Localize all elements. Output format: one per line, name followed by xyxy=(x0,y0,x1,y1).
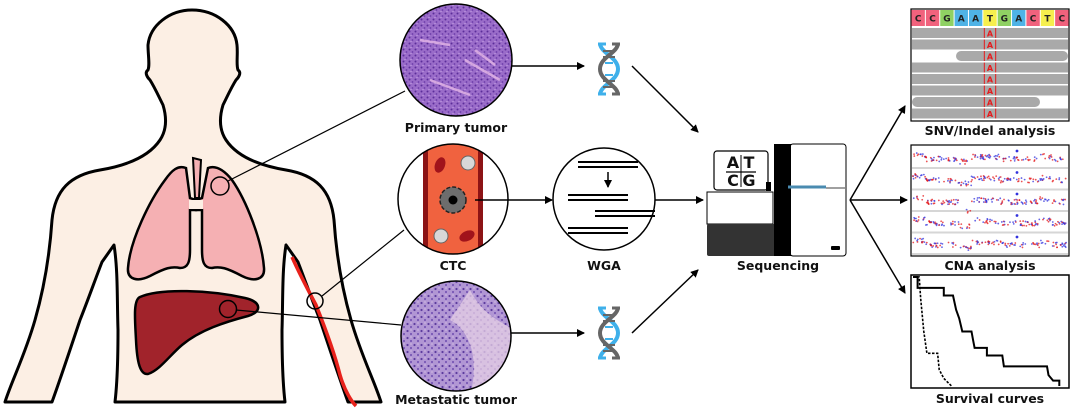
base-cell xyxy=(940,10,954,26)
lung-tumor-marker xyxy=(210,176,230,196)
cna-track xyxy=(912,235,1067,251)
base-letter: A xyxy=(1015,15,1022,25)
connector-liver-met xyxy=(235,309,402,326)
base-letter: A xyxy=(972,15,979,25)
base-letter: C xyxy=(929,15,936,25)
base-letter: G xyxy=(1001,15,1008,25)
base-cell xyxy=(1012,10,1026,26)
mutation-base: A xyxy=(987,64,994,73)
cna-track xyxy=(913,214,1067,230)
trachea-gap xyxy=(189,200,203,209)
arrow-to-survival xyxy=(849,199,906,294)
mutation-base: A xyxy=(987,110,994,119)
trachea xyxy=(191,156,203,199)
primary-tumor-label: Primary tumor xyxy=(405,120,508,135)
base-cell xyxy=(911,10,925,26)
survival-curve-dashed xyxy=(913,276,953,387)
ctc-site-marker xyxy=(306,292,324,310)
metastatic-tumor-histology xyxy=(400,280,512,392)
base-letter: T xyxy=(987,15,994,25)
cna-track xyxy=(912,192,1067,214)
atcg-t: T xyxy=(744,153,755,172)
read-bar xyxy=(912,97,1040,107)
base-cell xyxy=(954,10,968,26)
liver-tumor-marker xyxy=(218,299,238,319)
ctc-cell-icon xyxy=(439,186,467,214)
base-cell xyxy=(983,10,997,26)
base-letter: C xyxy=(915,15,922,25)
base-letter: G xyxy=(943,15,950,25)
metastatic-tumor-label: Metastatic tumor xyxy=(395,392,518,407)
base-cell xyxy=(1040,10,1055,26)
base-cell xyxy=(1055,10,1069,26)
atcg-c: C xyxy=(727,171,739,190)
mutation-base: A xyxy=(987,98,994,107)
liver xyxy=(133,289,260,376)
connector-vessel-ctc xyxy=(321,229,405,297)
read-bar xyxy=(956,51,1068,61)
right-lung xyxy=(194,165,266,281)
ctc-label: CTC xyxy=(440,258,467,273)
survival-panel xyxy=(910,274,1070,389)
mutation-base: A xyxy=(987,41,994,50)
wga-label: WGA xyxy=(587,258,621,273)
sequencing-label: Sequencing xyxy=(737,258,819,273)
mutation-base: A xyxy=(987,29,994,38)
base-letter: T xyxy=(1044,15,1051,25)
base-letter: A xyxy=(958,15,965,25)
dna-icon-primary xyxy=(597,42,621,96)
base-cell xyxy=(968,10,983,26)
dna-icon-metastatic xyxy=(597,306,621,360)
base-cell xyxy=(925,10,940,26)
mutation-base: A xyxy=(987,87,994,96)
arrow-dna-to-sequencer-top xyxy=(631,65,699,133)
atcg-a: A xyxy=(727,153,740,172)
connector-lung-primary xyxy=(227,90,406,182)
cna-label: CNA analysis xyxy=(944,258,1035,273)
arrow-dna-to-sequencer-bottom xyxy=(631,269,699,334)
snv-indel-label: SNV/Indel analysis xyxy=(925,123,1056,138)
cna-panel xyxy=(910,144,1070,257)
base-letter: C xyxy=(1030,15,1037,25)
base-cell xyxy=(997,10,1012,26)
primary-tumor-histology xyxy=(399,3,513,117)
mutation-base: A xyxy=(987,75,994,84)
human-body-illustration xyxy=(3,8,383,408)
cna-track xyxy=(912,171,1067,187)
survival-curve-solid xyxy=(913,276,1061,386)
ctc-blood-vessel-illustration xyxy=(397,143,509,255)
base-letter: C xyxy=(1059,15,1066,25)
blood-vessel xyxy=(290,256,358,408)
base-cell xyxy=(1026,10,1040,26)
cna-track xyxy=(913,149,1064,165)
mutation-base: A xyxy=(987,52,994,61)
atcg-g: G xyxy=(742,171,755,190)
sequencer-illustration: A T C G xyxy=(706,143,847,257)
survival-label: Survival curves xyxy=(936,391,1044,406)
arrow-to-snv xyxy=(849,105,906,201)
left-lung xyxy=(126,165,198,281)
wga-illustration xyxy=(552,147,656,251)
